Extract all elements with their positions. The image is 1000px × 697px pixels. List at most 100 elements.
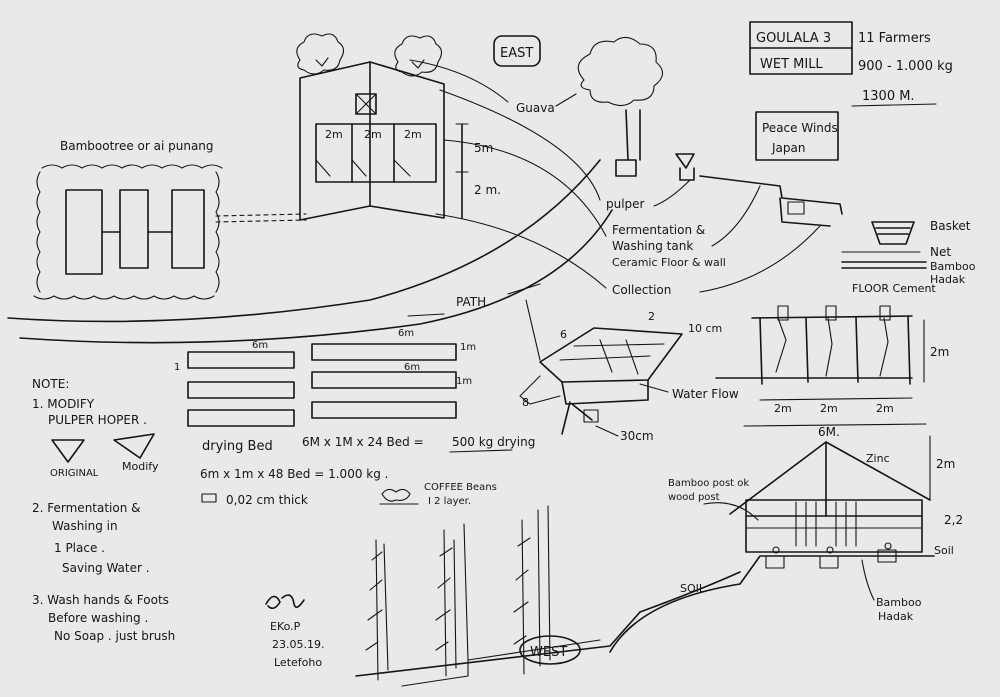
pulper-icon (675, 153, 695, 181)
signature-block: EKo.P 23.05.19. Letefoho (265, 594, 324, 669)
mill-type: WET MILL (760, 57, 823, 72)
west-label: WEST (530, 645, 567, 660)
bamboo-plant-icon-1 (365, 539, 389, 681)
original-hopper-icon (51, 439, 85, 463)
post-note-1: Bamboo post ok (668, 478, 749, 489)
modified-hopper-icon (113, 433, 155, 459)
legend-floor: FLOOR Cement (852, 282, 936, 295)
bed-dim-1m-b: 1m (456, 376, 472, 387)
note-3-line-3: No Soap . just brush (54, 629, 175, 643)
elev-bay-3: 2m (876, 402, 894, 415)
house-width: 6M. (818, 425, 840, 439)
fermentation-tank-sketch: 6 2 10 cm 8 30cm Water Flow (519, 299, 739, 443)
label-pulper: pulper (606, 197, 645, 211)
guava-tree-icon (577, 36, 664, 107)
coffee-note-2: I 2 layer. (428, 496, 471, 507)
bed-dim-6m-b: 6m (398, 328, 414, 339)
elev-bay-1: 2m (774, 402, 792, 415)
note-2-line-1: 2. Fermentation & (32, 501, 141, 515)
east-label: EAST (500, 46, 533, 61)
mill-name: GOULALA 3 (756, 31, 831, 46)
legend-bamboo: Bamboo (930, 260, 976, 273)
signature-initials: EKo.P (270, 620, 301, 633)
label-original: ORIGINAL (50, 468, 99, 479)
bed-dim-6m-a: 6m (252, 340, 268, 351)
post-note-2: wood post (668, 492, 720, 503)
bay-dim-3: 2m (404, 128, 422, 141)
drying-formula-2: 6m x 1m x 48 Bed = 1.000 kg . (200, 467, 388, 481)
title-box: GOULALA 3 WET MILL (749, 21, 853, 75)
material-legend: Basket Net Bamboo Hadak FLOOR Cement (841, 219, 976, 295)
mill-stats: 11 Farmers 900 - 1.000 kg 1300 M. (851, 31, 953, 107)
water-flow-label: Water Flow (672, 387, 739, 401)
tank-dim-30cm: 30cm (620, 429, 654, 443)
drying-result: 500 kg drying (452, 435, 535, 449)
east-marker: EAST (493, 35, 541, 67)
soil-right: Soil (934, 544, 954, 557)
drying-house-elevation: 6M. Zinc 2m 2,2 Soil Bamboo post ok wood… (609, 423, 963, 653)
label-washing: Washing tank (612, 239, 693, 253)
bay-dim-1: 2m (325, 128, 343, 141)
process-flow: pulper Fermentation & Washing tank Ceram… (7, 89, 821, 344)
legend-basket: Basket (930, 219, 971, 233)
note-1-line-2: PULPER HOPER . (48, 413, 147, 427)
guava-label: Guava (516, 101, 555, 115)
path-label: PATH (456, 295, 486, 309)
tank-dim-10cm: 10 cm (688, 322, 722, 335)
label-floor: Ceramic Floor & wall (612, 256, 726, 269)
bed-dim-1m-a: 1m (460, 342, 476, 353)
basket-icon (871, 221, 915, 245)
signature-date: 23.05.19. (272, 638, 324, 651)
note-3-line-2: Before washing . (48, 611, 148, 625)
note-1-line-1: 1. MODIFY (32, 397, 95, 411)
bamboo-plant-icon-3 (513, 505, 551, 675)
bamboo-note: Bambootree or ai punang (60, 139, 214, 153)
house-hadak: Hadak (878, 610, 914, 623)
house-height: 2m (936, 457, 955, 471)
sponsor-line2: Japan (771, 141, 805, 155)
farmers-count: 11 Farmers (858, 31, 931, 46)
height-lower: 2 m. (474, 183, 501, 197)
bed-dim-6m-c: 6m (404, 362, 420, 373)
coffee-bean-icon (379, 488, 419, 505)
tank-elevation: 2m 2m 2m 2m (715, 305, 949, 415)
bed-dim-one: 1 (174, 362, 180, 373)
notes-heading: NOTE: (32, 377, 69, 391)
drying-beds: 6m 6m 6m 1m 1m 1 (174, 328, 476, 427)
tank-dim-top: 2 (648, 310, 655, 323)
drying-calculation: drying Bed 6M x 1M x 24 Bed = 500 kg dry… (200, 435, 535, 507)
guava-tree-area: Guava (409, 36, 843, 227)
bamboo-garden: Bambootree or ai punang (33, 139, 307, 300)
altitude: 1300 M. (862, 89, 915, 104)
elev-bay-2: 2m (820, 402, 838, 415)
label-collection: Collection (612, 283, 671, 297)
drying-thickness: 0,02 cm thick (226, 493, 308, 507)
elev-height: 2m (930, 345, 949, 359)
note-3-line-1: 3. Wash hands & Foots (32, 593, 169, 607)
house-bamboo: Bamboo (876, 596, 922, 609)
label-modify: Modify (122, 460, 159, 473)
tank-dim-six: 6 (560, 328, 567, 341)
sponsor-line1: Peace Winds (762, 121, 838, 135)
bay-dim-2: 2m (364, 128, 382, 141)
signature-mark (265, 594, 305, 610)
coffee-note-1: COFFEE Beans (424, 482, 497, 493)
capacity: 900 - 1.000 kg (858, 59, 953, 74)
soil-left: SOIL (680, 582, 706, 595)
tank-dim-eight: 8 (522, 396, 529, 409)
signature-place: Letefoho (274, 656, 322, 669)
roof-zinc-label: Zinc (866, 452, 890, 465)
legend-hadak: Hadak (930, 273, 966, 286)
note-2-line-4: Saving Water . (62, 561, 150, 575)
legend-net: Net (930, 245, 951, 259)
notes-block: NOTE: 1. MODIFY PULPER HOPER . ORIGINAL … (32, 377, 175, 643)
house-post-height: 2,2 (944, 513, 963, 527)
west-landscape: WEST (355, 505, 641, 687)
tree-icon-left (296, 33, 345, 75)
note-2-line-2: Washing in (52, 519, 118, 533)
sponsor-box: Peace Winds Japan (755, 111, 839, 161)
drying-bed-label: drying Bed (202, 439, 273, 454)
note-2-line-3: 1 Place . (54, 541, 105, 555)
